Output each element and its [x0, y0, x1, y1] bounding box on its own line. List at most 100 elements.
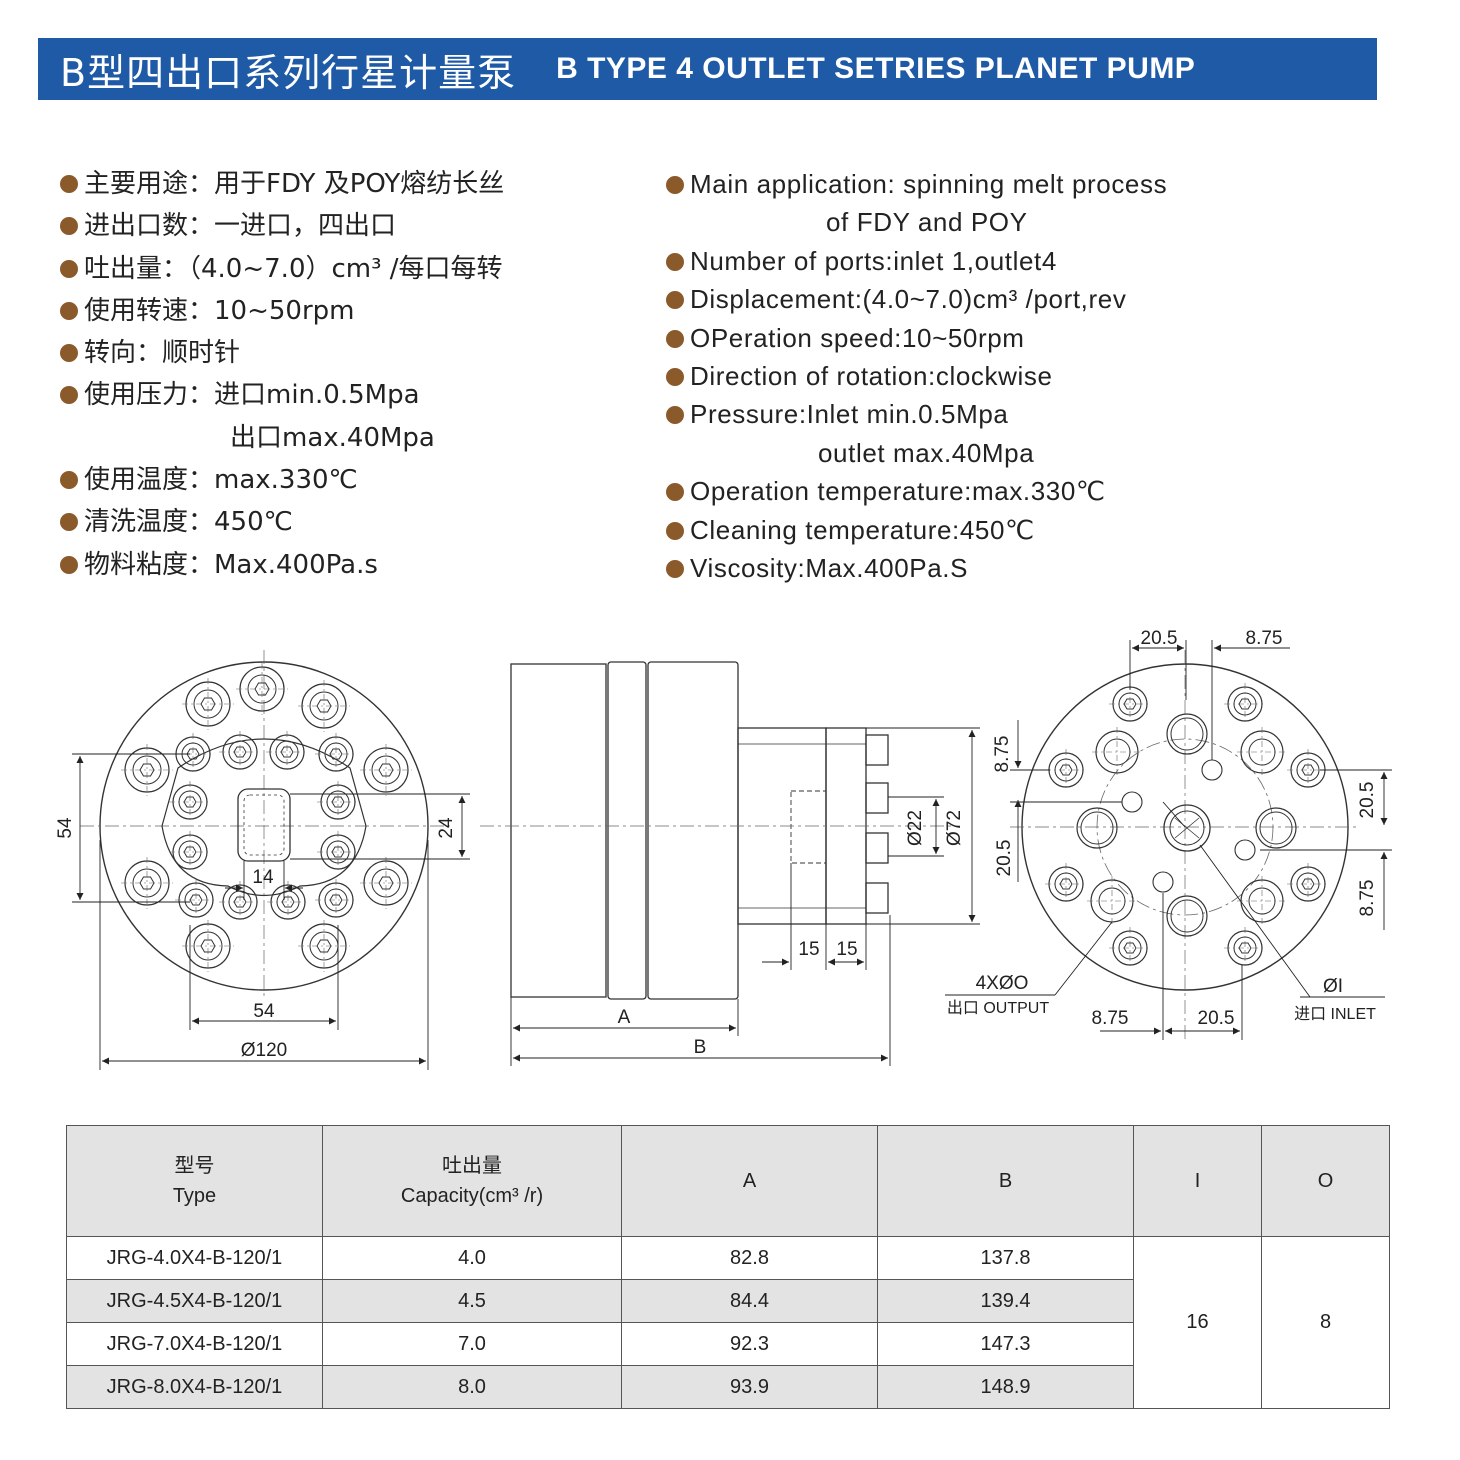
cell-capacity: 8.0 — [322, 1365, 622, 1409]
header-o: O — [1261, 1125, 1390, 1237]
bullet-dot-icon — [666, 406, 684, 425]
bullet-dot-icon — [60, 471, 78, 490]
spec-cn-item: 使用温度：max.330℃ — [60, 459, 504, 501]
outlet-code: 4XØO — [976, 973, 1029, 994]
bullet-dot-icon — [60, 386, 78, 405]
dim-port-20-5-right: 20.5 — [1357, 782, 1378, 819]
cell-a: 82.8 — [621, 1236, 878, 1280]
spec-en-item: Displacement:(4.0~7.0)cm³ /port,rev — [666, 280, 1167, 318]
spec-cn-item: 使用压力：进口min.0.5Mpa — [60, 374, 504, 416]
cell-type: JRG-7.0X4-B-120/1 — [66, 1322, 323, 1366]
header-a: A — [621, 1125, 878, 1237]
cell-a: 84.4 — [621, 1279, 878, 1323]
cell-b: 147.3 — [877, 1322, 1134, 1366]
dim-diameter-22: Ø22 — [905, 810, 926, 846]
dim-24: 24 — [436, 817, 457, 839]
dim-54-horizontal: 54 — [253, 1001, 275, 1022]
dim-port-8-75-top: 8.75 — [1246, 628, 1283, 649]
cell-capacity: 4.0 — [322, 1236, 622, 1280]
cell-o: 8 — [1261, 1236, 1390, 1409]
dim-port-20-5-bottom: 20.5 — [1198, 1008, 1235, 1029]
spec-cn-item: 使用转速：10~50rpm — [60, 290, 504, 332]
spec-en-item-continued: of FDY and POY — [826, 207, 1028, 238]
bullet-dot-icon — [60, 555, 78, 574]
spec-en-item: Direction of rotation:clockwise — [666, 357, 1167, 395]
bullet-dot-icon — [60, 513, 78, 532]
front-view-left — [80, 650, 450, 1000]
spec-cn-item: 主要用途：用于FDY 及POY熔纺长丝 — [60, 163, 504, 205]
bullet-dot-icon — [666, 291, 684, 310]
spec-cn-item: 进出口数：一进口，四出口 — [60, 205, 504, 247]
outlet-label: 出口 OUTPUT — [947, 999, 1049, 1017]
cell-b: 148.9 — [877, 1365, 1134, 1409]
bullet-dot-icon — [666, 252, 684, 271]
cell-a: 93.9 — [621, 1365, 878, 1409]
spec-cn-item: 物料粘度：Max.400Pa.s — [60, 544, 504, 586]
dim-diameter-72: Ø72 — [944, 810, 965, 846]
dim-15-second: 15 — [836, 939, 857, 960]
cell-b: 137.8 — [877, 1236, 1134, 1280]
spec-cn-item-continued: 出口max.40Mpa — [230, 422, 435, 453]
bullet-dot-icon — [60, 175, 78, 193]
bullet-dot-icon — [666, 368, 684, 387]
technical-drawing: 54 24 14 54 Ø120 A B 15 — [55, 628, 1392, 1070]
dim-port-8-75-left: 8.75 — [992, 736, 1013, 773]
dim-14: 14 — [252, 867, 274, 888]
spec-en-item: Pressure:Inlet min.0.5Mpa — [666, 395, 1167, 433]
cell-type: JRG-8.0X4-B-120/1 — [66, 1365, 323, 1409]
dim-54-vertical: 54 — [55, 817, 76, 839]
cell-type: JRG-4.5X4-B-120/1 — [66, 1279, 323, 1323]
spec-en-item: Main application: spinning melt process — [666, 165, 1167, 203]
bullet-dot-icon — [666, 560, 684, 579]
bullet-dot-icon — [60, 217, 78, 236]
spec-en-item-continued: outlet max.40Mpa — [818, 437, 1035, 468]
cell-capacity: 4.5 — [322, 1279, 622, 1323]
cell-a: 92.3 — [621, 1322, 878, 1366]
dim-port-8-75-right: 8.75 — [1357, 880, 1378, 917]
dim-b: B — [694, 1037, 707, 1058]
front-view-left-dimensions — [72, 753, 470, 1070]
spec-cn-item: 转向：顺时针 — [60, 332, 504, 374]
spec-en-item: Viscosity:Max.400Pa.S — [666, 549, 1167, 587]
table-row: JRG-8.0X4-B-120/1 8.0 93.9 148.9 — [66, 1365, 1390, 1409]
table-row: JRG-7.0X4-B-120/1 7.0 92.3 147.3 — [66, 1322, 1390, 1366]
table-row: JRG-4.0X4-B-120/1 4.0 82.8 137.8 16 8 — [66, 1236, 1390, 1409]
header-b: B — [877, 1125, 1134, 1237]
inlet-label: 进口 INLET — [1294, 1005, 1376, 1023]
dim-port-8-75-bottom: 8.75 — [1092, 1008, 1129, 1029]
spec-en-item: Cleaning temperature:450℃ — [666, 511, 1167, 549]
bullet-dot-icon — [666, 521, 684, 540]
specs-cn-list: 主要用途：用于FDY 及POY熔纺长丝 进出口数：一进口，四出口 吐出量：（4.… — [60, 163, 504, 586]
cell-type: JRG-4.0X4-B-120/1 — [66, 1236, 323, 1280]
spec-en-item: Operation temperature:max.330℃ — [666, 472, 1167, 510]
bullet-dot-icon — [666, 176, 684, 194]
side-view-dimensions — [510, 727, 980, 1066]
port-view-dimensions — [945, 640, 1392, 1040]
bullet-dot-icon — [60, 344, 78, 363]
cell-capacity: 7.0 — [322, 1322, 622, 1366]
title-cn: B型四出口系列行星计量泵 — [60, 50, 517, 95]
specs-en-list: Main application: spinning melt process … — [666, 165, 1167, 587]
bullet-dot-icon — [60, 301, 78, 320]
dim-diameter-120: Ø120 — [241, 1040, 287, 1061]
cell-i: 16 — [1133, 1236, 1262, 1409]
dim-port-20-5-left: 20.5 — [994, 840, 1015, 877]
spec-en-item: OPeration speed:10~50rpm — [666, 319, 1167, 357]
port-view-right — [1010, 650, 1360, 1040]
spec-en-item: Number of ports:inlet 1,outlet4 — [666, 242, 1167, 280]
side-view — [480, 661, 960, 1000]
table-row: JRG-4.5X4-B-120/1 4.5 84.4 139.4 — [66, 1279, 1390, 1323]
dim-a: A — [618, 1007, 631, 1028]
cell-b: 139.4 — [877, 1279, 1134, 1323]
header-i: I — [1133, 1125, 1262, 1237]
dim-15-first: 15 — [798, 939, 819, 960]
bullet-dot-icon — [666, 483, 684, 502]
bullet-dot-icon — [60, 259, 78, 278]
title-en: B TYPE 4 OUTLET SETRIES PLANET PUMP — [556, 52, 1196, 85]
title-banner: B型四出口系列行星计量泵 B TYPE 4 OUTLET SETRIES PLA… — [38, 38, 1377, 100]
dim-port-20-5-top: 20.5 — [1141, 628, 1178, 649]
